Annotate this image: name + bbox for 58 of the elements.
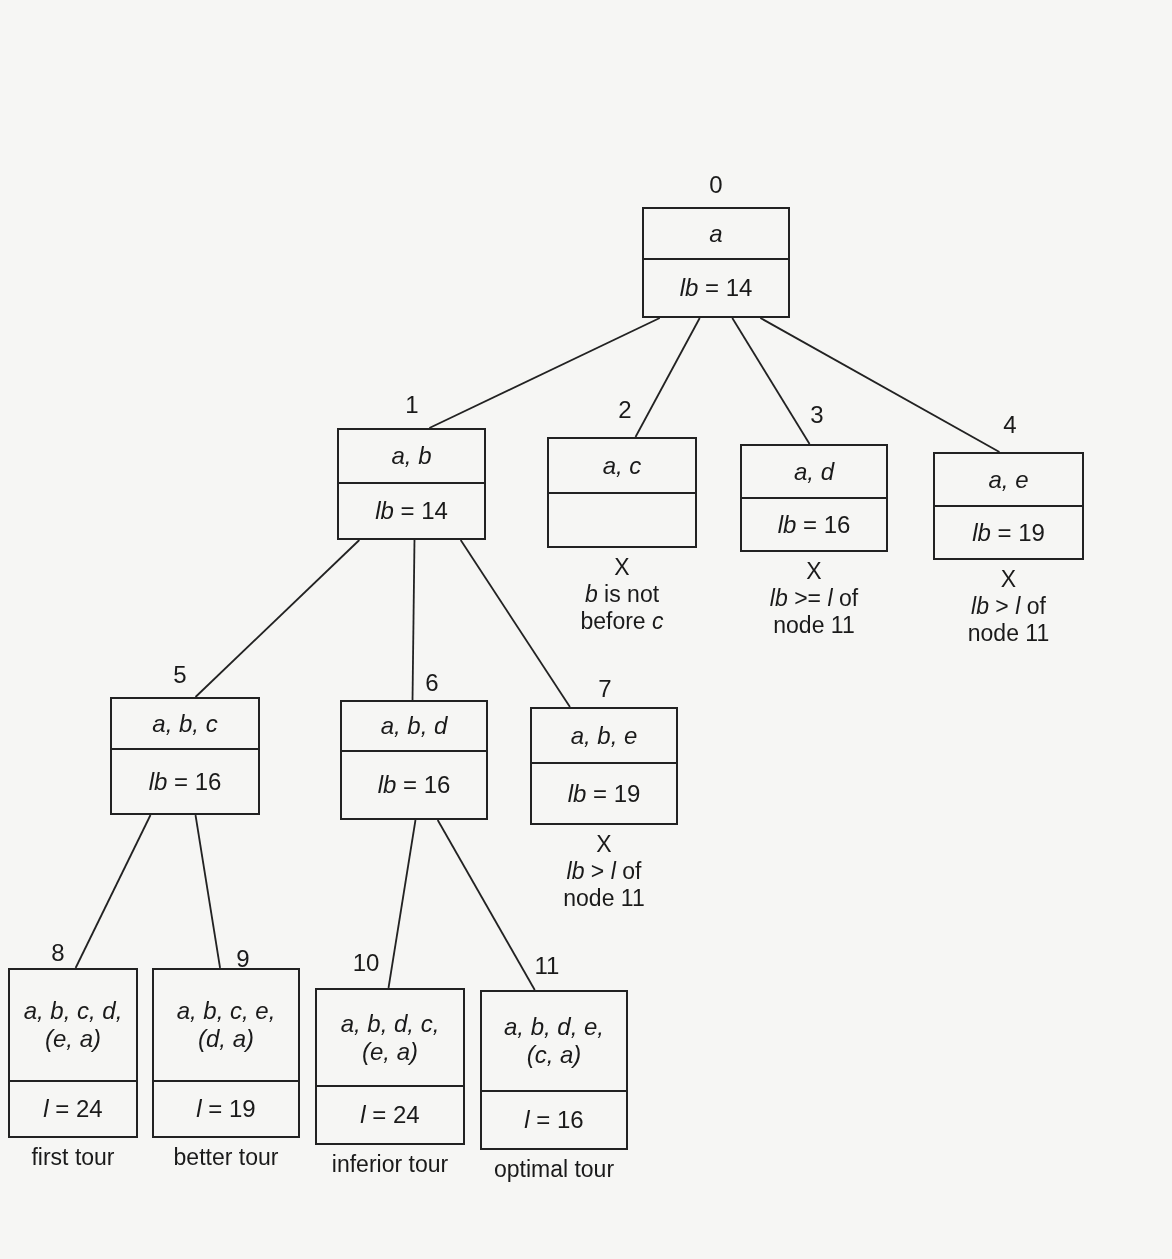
node-number: 5 [172, 662, 188, 688]
node-bound-text: l = 16 [523, 1105, 585, 1135]
node-number: 10 [351, 950, 381, 976]
node-bound-text: lb = 16 [376, 770, 452, 800]
tree-edge [731, 317, 811, 445]
node-number: 0 [708, 172, 724, 198]
node-note: lb > l of node 11 [966, 593, 1051, 647]
tree-edge [428, 317, 661, 429]
node-bound-text: l = 24 [359, 1100, 421, 1130]
node-path-text: a [708, 218, 724, 249]
tree-edge [74, 814, 152, 969]
cross-mark: X [595, 831, 613, 858]
cross-mark: X [999, 566, 1018, 593]
node-path-text: a, b, c, d, (e, a) [22, 996, 124, 1054]
node-note: lb >= l of node 11 [768, 585, 860, 639]
node-path-text: a, b, d [379, 711, 449, 741]
node-bound-text: lb = 14 [374, 496, 449, 526]
tree-edge [436, 819, 536, 991]
node-note: b is not before c [579, 581, 665, 635]
tree-edge [387, 819, 417, 989]
tree-edge [459, 539, 571, 708]
node-path-text: a, b [390, 441, 433, 471]
tree-edge [194, 814, 221, 969]
node-number: 4 [1002, 412, 1018, 438]
node-number: 11 [533, 953, 561, 979]
cross-mark: X [613, 554, 631, 581]
node-path-text: a, b, e [569, 720, 639, 751]
node-path-text: a, c [601, 450, 643, 481]
node-bound-text: lb = 16 [147, 766, 223, 797]
node-path-text: a, b, c [151, 708, 219, 739]
node-path-text: a, e [987, 464, 1030, 495]
node-bound-text: lb = 19 [566, 778, 642, 809]
tree-edge [759, 317, 1001, 453]
tree-edge [634, 317, 701, 438]
node-note: lb > l of node 11 [562, 858, 646, 912]
node-note: better tour [172, 1144, 280, 1171]
node-path-text: a, b, d, c, (e, a) [339, 1008, 441, 1067]
node-bound-text: lb = 19 [971, 517, 1046, 548]
node-bound-text: l = 24 [42, 1094, 104, 1124]
node-number: 8 [50, 940, 66, 966]
node-bound-text: lb = 16 [776, 509, 852, 540]
tree-edge [194, 539, 361, 698]
node-path-text: a, b, d, e, (c, a) [502, 1012, 606, 1070]
node-number: 3 [809, 402, 825, 428]
node-note: optimal tour [492, 1156, 616, 1183]
node-bound-text: l = 19 [195, 1094, 257, 1124]
node-note: inferior tour [330, 1151, 450, 1178]
node-number: 1 [404, 392, 420, 418]
cross-mark: X [805, 558, 823, 585]
node-number: 6 [424, 670, 440, 696]
node-number: 2 [617, 397, 633, 423]
node-number: 7 [597, 676, 613, 702]
node-note: first tour [30, 1144, 116, 1171]
node-number: 9 [235, 946, 251, 972]
tree-edge [411, 539, 416, 701]
node-path-text: a, b, c, e, (d, a) [175, 996, 277, 1054]
node-path-text: a, d [793, 456, 836, 487]
node-bound-text: lb = 14 [678, 273, 754, 303]
